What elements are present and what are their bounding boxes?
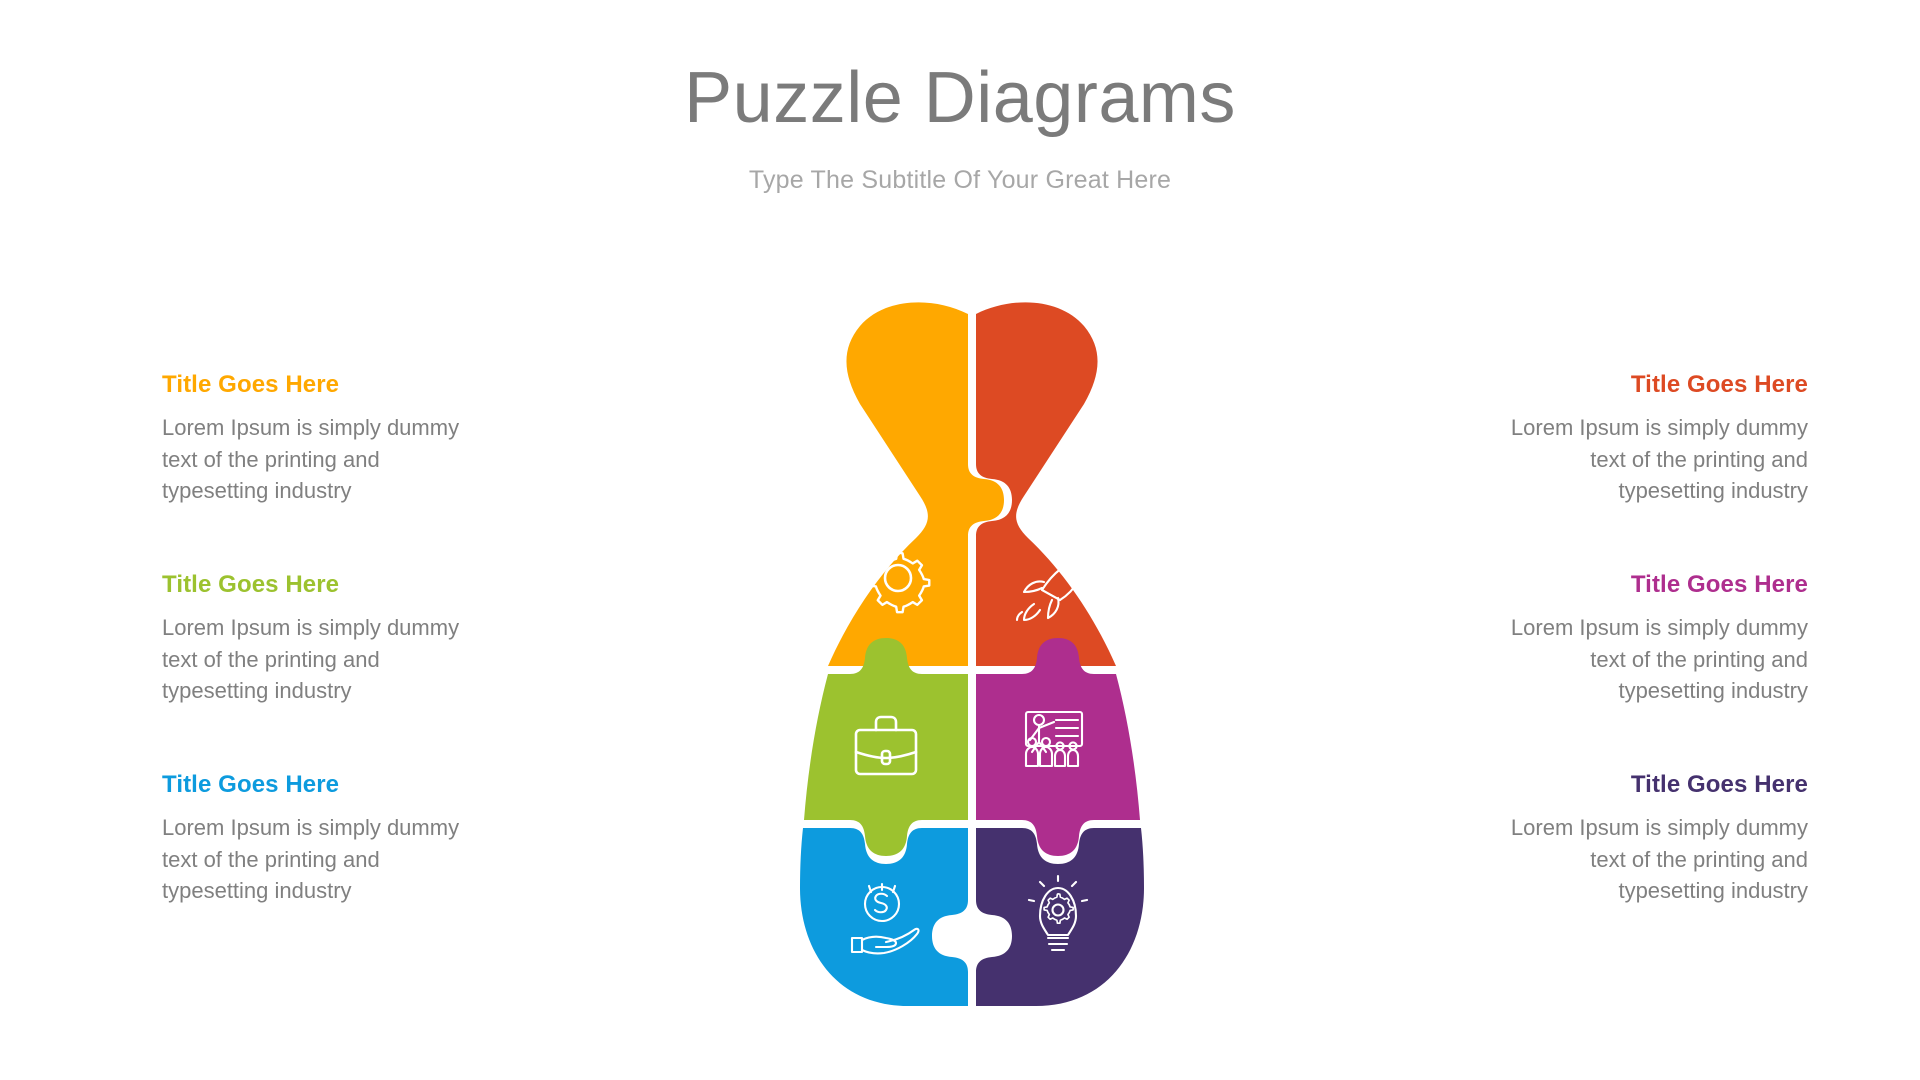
block-title-bottom-right: Title Goes Here: [1630, 771, 1808, 798]
rocket-icon: [1015, 556, 1086, 622]
block-title-bottom-left: Title Goes Here: [162, 771, 340, 798]
puzzle-piece-middle-left[interactable]: [804, 638, 968, 856]
puzzle-piece-middle-left-shape: [804, 638, 968, 856]
block-title-middle-left: Title Goes Here: [162, 571, 340, 598]
text-block-top-right[interactable]: Title Goes Here Lorem Ipsum is simply du…: [1478, 371, 1808, 506]
puzzle-piece-top-left-shape: [828, 302, 1004, 666]
puzzle-piece-bottom-right-shape: [976, 828, 1144, 1006]
puzzle-piece-top-left[interactable]: [828, 302, 1004, 666]
puzzle-diagram: [632, 300, 1312, 1020]
puzzle-svg: [800, 302, 1144, 1006]
text-block-bottom-left[interactable]: Title Goes Here Lorem Ipsum is simply du…: [162, 771, 492, 906]
text-block-bottom-right[interactable]: Title Goes Here Lorem Ipsum is simply du…: [1478, 771, 1808, 906]
puzzle-piece-top-right[interactable]: [976, 302, 1116, 666]
text-block-top-left[interactable]: Title Goes Here Lorem Ipsum is simply du…: [162, 371, 492, 506]
hand-coin-icon: [850, 882, 920, 955]
slide-header: Puzzle Diagrams Type The Subtitle Of You…: [0, 62, 1920, 195]
block-title-middle-right: Title Goes Here: [1630, 571, 1808, 598]
block-body-top-right: Lorem Ipsum is simply dummy text of the …: [1510, 415, 1808, 503]
page-title: Puzzle Diagrams: [684, 58, 1236, 138]
puzzle-piece-bottom-left-shape: [800, 828, 968, 1006]
page-subtitle: Type The Subtitle Of Your Great Here: [748, 166, 1172, 194]
puzzle-piece-middle-right[interactable]: [976, 638, 1140, 856]
block-body-bottom-left: Lorem Ipsum is simply dummy text of the …: [162, 815, 460, 903]
puzzle-piece-top-right-shape: [976, 302, 1116, 666]
puzzle-piece-bottom-left[interactable]: [800, 828, 968, 1006]
text-block-middle-left[interactable]: Title Goes Here Lorem Ipsum is simply du…: [162, 571, 492, 706]
text-block-middle-right[interactable]: Title Goes Here Lorem Ipsum is simply du…: [1478, 571, 1808, 706]
block-body-bottom-right: Lorem Ipsum is simply dummy text of the …: [1510, 815, 1808, 903]
presentation-training-icon: [1024, 710, 1084, 768]
lightbulb-gear-icon: [1027, 874, 1089, 952]
block-body-middle-right: Lorem Ipsum is simply dummy text of the …: [1510, 615, 1808, 703]
block-body-top-left: Lorem Ipsum is simply dummy text of the …: [162, 415, 460, 503]
block-title-top-left: Title Goes Here: [162, 371, 340, 398]
block-body-middle-left: Lorem Ipsum is simply dummy text of the …: [162, 615, 460, 703]
block-title-top-right: Title Goes Here: [1630, 371, 1808, 398]
puzzle-piece-bottom-right[interactable]: [976, 828, 1144, 1006]
gear-icon: [869, 551, 931, 614]
briefcase-icon: [854, 715, 918, 776]
